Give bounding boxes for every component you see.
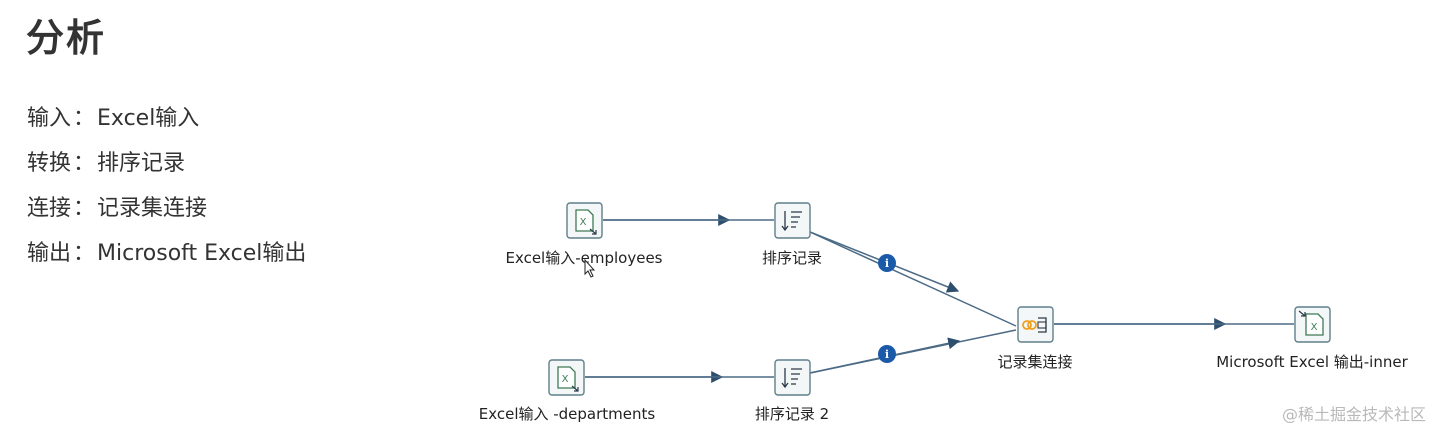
info-badge-icon[interactable]: i: [878, 254, 896, 272]
excel-input-icon: X: [548, 359, 585, 396]
summary-row-output: 输出：Microsoft Excel输出: [27, 231, 306, 276]
step-excel-input-departments[interactable]: X Excel输入 -departments: [479, 359, 656, 423]
summary-value: Microsoft Excel输出: [97, 241, 307, 266]
merge-join-icon: [1017, 306, 1054, 343]
step-label: Microsoft Excel 输出-inner: [1216, 353, 1408, 371]
summary-separator: ：: [73, 106, 96, 131]
watermark: @稀土掘金技术社区: [1281, 405, 1426, 424]
excel-input-icon: X: [566, 202, 603, 239]
excel-output-icon: X: [1294, 306, 1331, 343]
step-label: 记录集连接: [997, 353, 1072, 371]
step-excel-output[interactable]: X Microsoft Excel 输出-inner: [1216, 306, 1409, 371]
svg-text:X: X: [580, 217, 587, 228]
step-label: Excel输入-employees: [505, 249, 662, 267]
step-sort-rows-2[interactable]: 排序记录 2: [755, 359, 829, 423]
svg-text:X: X: [562, 374, 569, 385]
summary-separator: ：: [73, 196, 96, 221]
summary-separator: ：: [73, 151, 96, 176]
summary-row-transform: 转换：排序记录: [27, 141, 306, 186]
summary-key: 输入: [27, 106, 72, 131]
summary-value: 记录集连接: [97, 196, 208, 221]
summary-separator: ：: [73, 241, 96, 266]
page-title: 分析: [26, 16, 107, 60]
svg-text:X: X: [1311, 322, 1318, 333]
summary-row-input: 输入：Excel输入: [27, 96, 306, 141]
info-badge-icon[interactable]: i: [878, 345, 896, 363]
step-merge-join[interactable]: 记录集连接: [997, 306, 1073, 371]
summary-value: Excel输入: [97, 106, 200, 131]
summary-key: 转换: [27, 151, 72, 176]
summary-key: 连接: [27, 196, 72, 221]
svg-text:i: i: [885, 348, 889, 361]
mouse-cursor-icon: [584, 258, 596, 278]
step-label: 排序记录 2: [755, 405, 829, 423]
sort-rows-icon: [774, 359, 811, 396]
summary-row-join: 连接：记录集连接: [27, 186, 306, 231]
step-excel-input-employees[interactable]: X Excel输入-employees: [505, 202, 663, 267]
step-label: Excel输入 -departments: [479, 405, 656, 423]
hop-sort-to-join[interactable]: [809, 231, 1017, 327]
svg-text:i: i: [885, 257, 889, 270]
step-sort-rows[interactable]: 排序记录: [762, 202, 822, 267]
step-label: 排序记录: [762, 249, 822, 267]
summary-list: 输入：Excel输入 转换：排序记录 连接：记录集连接 输出：Microsoft…: [27, 96, 306, 276]
summary-key: 输出: [27, 241, 72, 266]
sort-rows-icon: [774, 202, 811, 239]
summary-value: 排序记录: [97, 151, 186, 176]
